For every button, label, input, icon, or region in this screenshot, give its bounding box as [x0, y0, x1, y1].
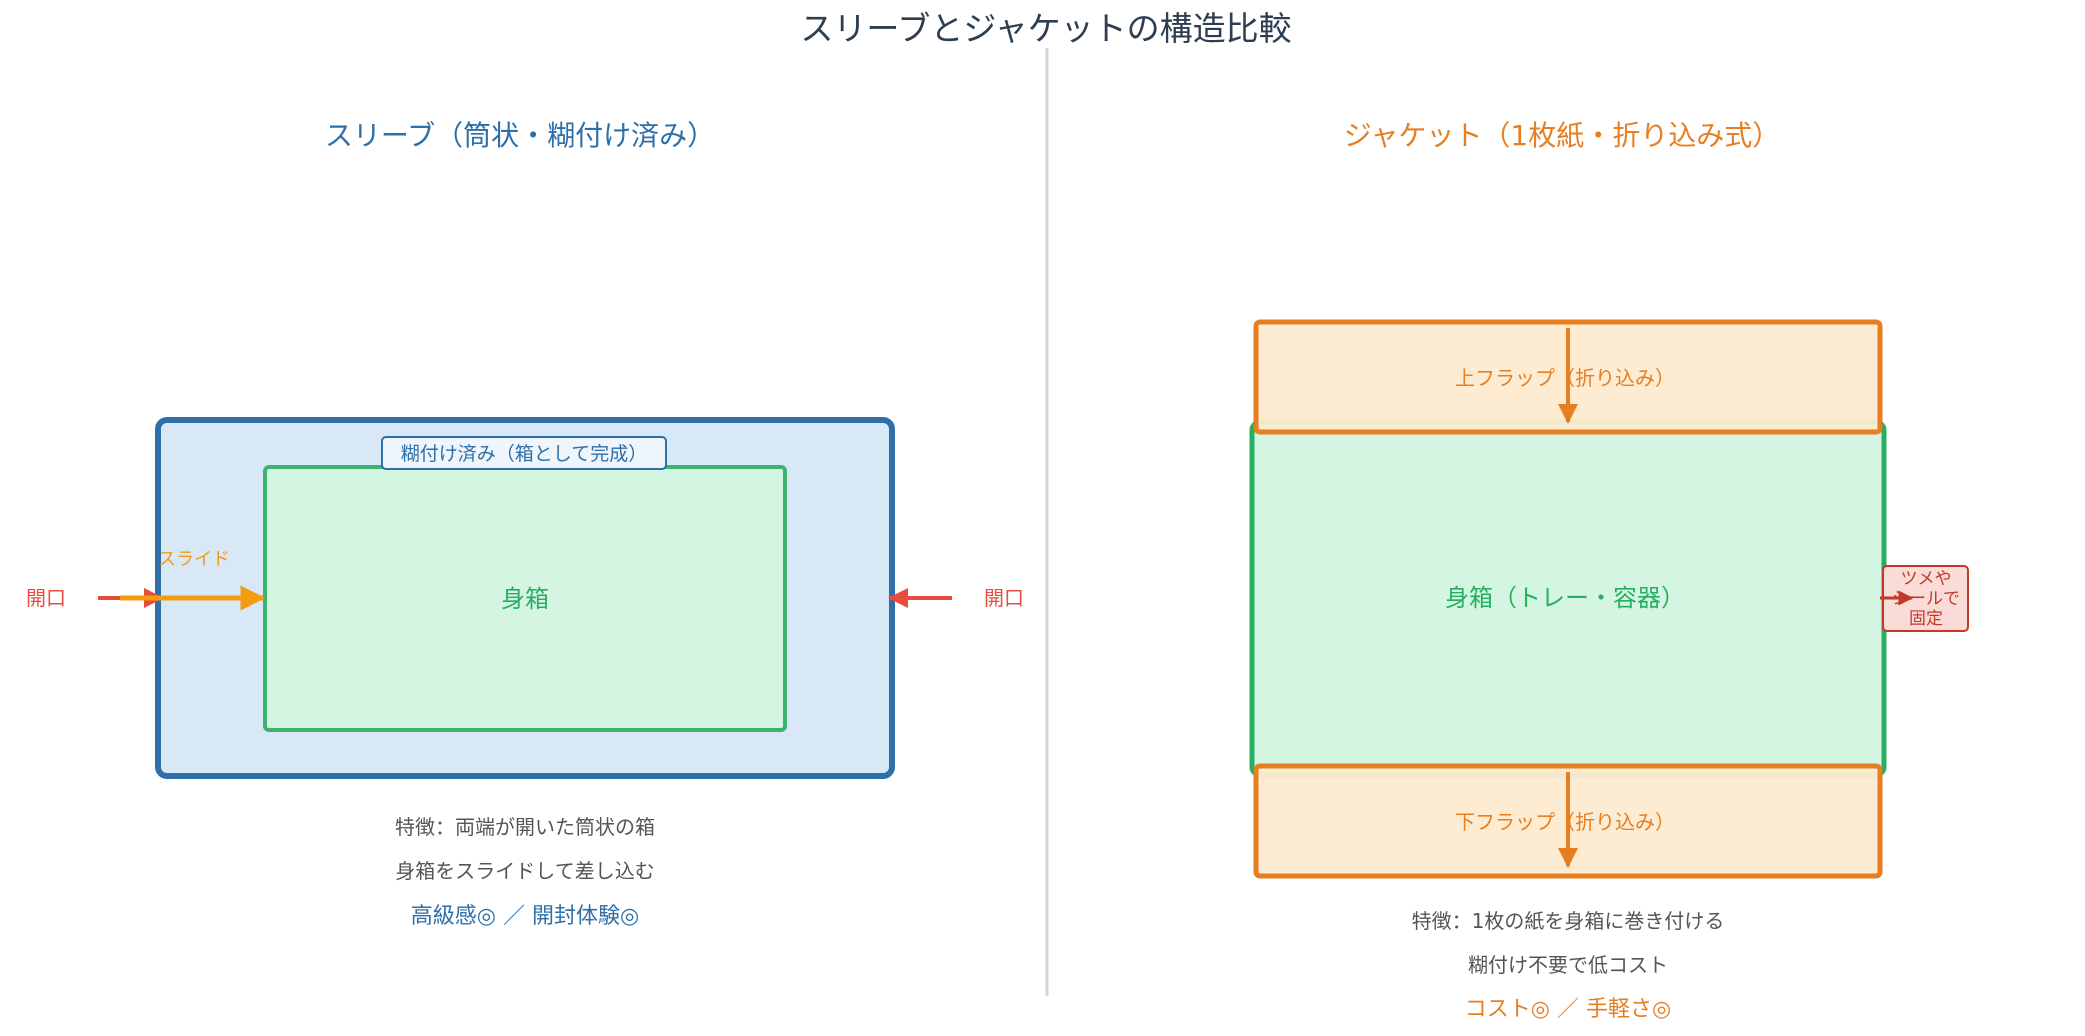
- jacket-heading: ジャケット（1枚紙・折り込み式）: [1344, 119, 1780, 152]
- glued-label: 糊付け済み（箱として完成）: [401, 443, 647, 465]
- slide-label: スライド: [158, 549, 230, 570]
- jacket-feature-2: 糊付け不要で低コスト: [1468, 953, 1668, 977]
- fix-label-line-3: 固定: [1909, 609, 1943, 629]
- top-flap-label: 上フラップ（折り込み）: [1455, 366, 1675, 390]
- bottom-flap-label: 下フラップ（折り込み）: [1455, 810, 1675, 834]
- glued-label-tag: [381, 436, 667, 470]
- jacket-body-label: 身箱（トレー・容器）: [1445, 584, 1685, 612]
- jacket-rating: コスト◎ ／ 手軽さ◎: [1465, 997, 1671, 1022]
- sleeve-rating: 高級感◎ ／ 開封体験◎: [411, 904, 639, 929]
- sleeve-feature-2: 身箱をスライドして差し込む: [395, 859, 654, 883]
- opening-left-label: 開口: [26, 586, 66, 610]
- jacket-feature-1: 特徴：1枚の紙を身箱に巻き付ける: [1412, 909, 1725, 933]
- sleeve-heading: スリーブ（筒状・糊付け済み）: [325, 119, 715, 152]
- diagram-title: スリーブとジャケットの構造比較: [800, 9, 1291, 48]
- fix-label-line-1: ツメや: [1901, 569, 1952, 589]
- opening-right-label: 開口: [984, 586, 1024, 610]
- sleeve-body-label: 身箱: [501, 585, 549, 613]
- sleeve-feature-1: 特徴：両端が開いた筒状の箱: [395, 815, 655, 839]
